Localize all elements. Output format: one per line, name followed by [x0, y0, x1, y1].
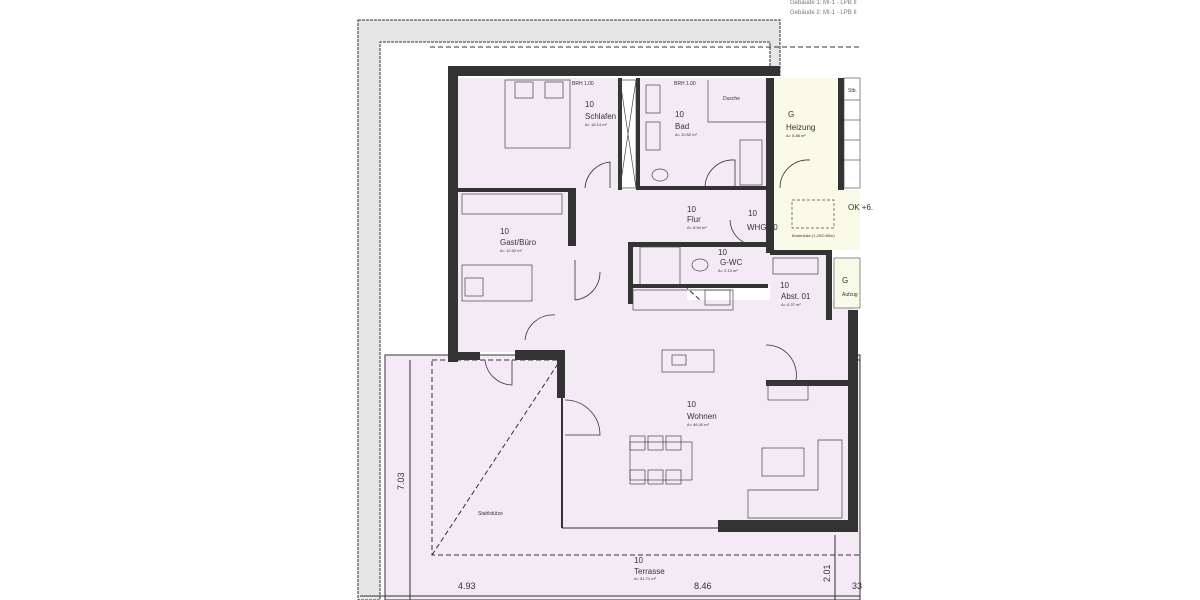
- room-name-gast: Gast/Büro: [500, 238, 537, 247]
- common-marker: G: [842, 276, 848, 285]
- room-name-terrasse: Terrasse: [634, 567, 665, 576]
- room-labels: 10 Schlafen A= 16.14 m² 10 Bad A= 10.52 …: [396, 81, 873, 591]
- room-area-abst: A= 6.37 m²: [781, 302, 801, 307]
- apartment-label: WHG 10: [747, 223, 778, 232]
- room-name-wohnen: Wohnen: [687, 412, 717, 421]
- walls: [448, 66, 858, 532]
- header-line-2: Gebäude 2: MI-1 - LPB II: [790, 10, 857, 16]
- unit-marker: 10: [687, 205, 696, 214]
- unit-marker: 10: [748, 209, 757, 218]
- ok-label: OK +6.: [848, 203, 873, 212]
- header-line-1: Gebäude 1: MI-1 - LPB II: [790, 0, 857, 6]
- dim-height-right: 2.01: [822, 564, 832, 582]
- room-wohnen: [562, 300, 854, 525]
- room-area-gast: A= 12.92 m²: [500, 248, 523, 253]
- room-area-schlafen: A= 16.14 m²: [585, 122, 608, 127]
- stair-label: Stb.: [848, 88, 857, 94]
- room-flur: [565, 190, 770, 245]
- unit-marker: 10: [634, 556, 643, 565]
- dim-width-mid: 8.46: [694, 581, 712, 591]
- bodenluke-label: Bodenluke (1.20/0.80m): [792, 233, 835, 238]
- furniture: [461, 79, 843, 519]
- aufzug-label: Aufzug: [842, 292, 858, 298]
- unit-marker: 10: [718, 248, 727, 257]
- room-gast: [458, 192, 568, 352]
- room-name-schlafen: Schlafen: [585, 112, 616, 121]
- unit-marker: 10: [687, 400, 696, 409]
- unit-marker: 10: [585, 100, 594, 109]
- room-name-bad: Bad: [675, 122, 689, 131]
- room-area-bad: A= 10.52 m²: [675, 132, 698, 137]
- room-name-abst: Abst. 01: [781, 292, 811, 301]
- room-area-heizung: A= 5.88 m²: [786, 133, 806, 138]
- room-name-gwc: G-WC: [720, 258, 742, 267]
- room-area-wohnen: A= 46.40 m²: [687, 422, 710, 427]
- room-name-flur: Flur: [687, 215, 701, 224]
- room-area-terrasse: A= 51.71 m²: [634, 576, 657, 581]
- dim-width-left: 4.93: [458, 581, 476, 591]
- common-marker: G: [788, 110, 794, 119]
- unit-marker: 10: [780, 281, 789, 290]
- room-name-heizung: Heizung: [786, 123, 815, 132]
- room-area-flur: A= 8.94 m²: [687, 225, 707, 230]
- room-schlafen: [458, 78, 618, 190]
- setback-band: [357, 19, 781, 600]
- doors: [484, 159, 811, 436]
- brh-label: BRH 1.00: [572, 81, 594, 87]
- stairs: [833, 77, 861, 309]
- dim-edge: 33: [852, 581, 862, 591]
- stuetze-label: Stahlstütze: [478, 511, 503, 517]
- room-gwc: [685, 245, 770, 285]
- stair-landing: [772, 190, 860, 250]
- dim-height-left: 7.03: [396, 472, 406, 490]
- room-area-gwc: A= 2.13 m²: [718, 268, 738, 273]
- room-heizung: [772, 78, 838, 190]
- unit-marker: 10: [500, 227, 509, 236]
- brh-label: BRH 1.00: [674, 81, 696, 87]
- unit-marker: 10: [675, 110, 684, 119]
- dusche-label: Dusche: [723, 96, 740, 102]
- room-bad: [640, 78, 768, 190]
